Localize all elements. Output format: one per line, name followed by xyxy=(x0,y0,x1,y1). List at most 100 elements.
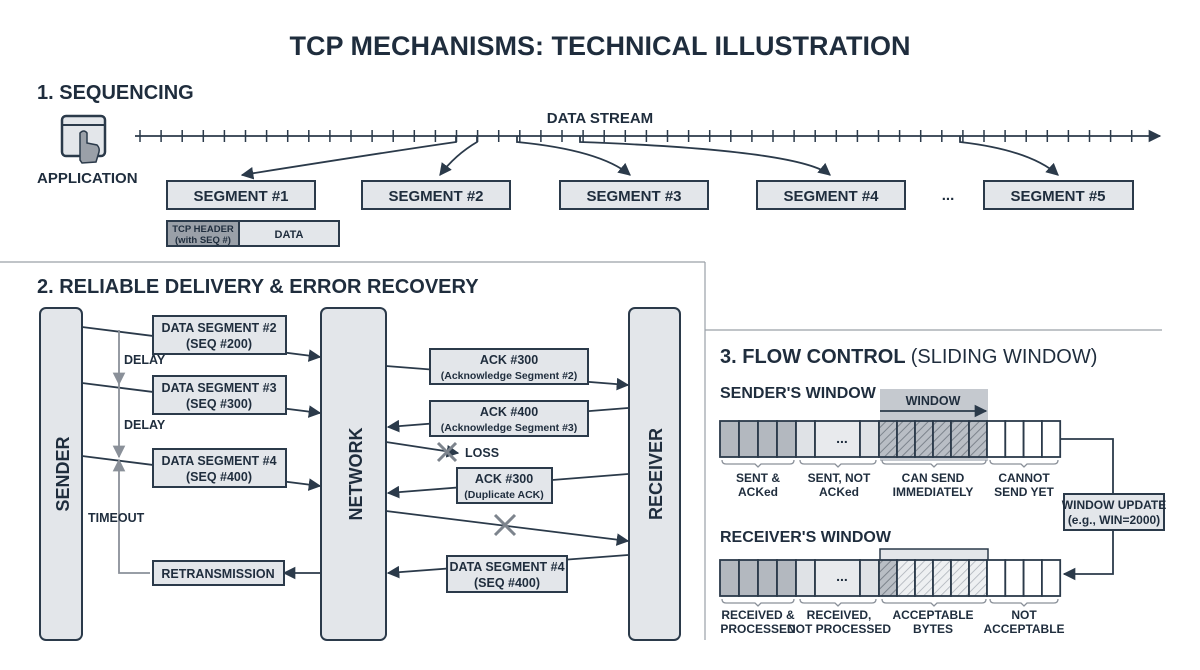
svg-text:RECEIVED,: RECEIVED, xyxy=(807,608,872,622)
data-stream-label: DATA STREAM xyxy=(547,110,653,127)
retransmitted-segment: DATA SEGMENT #4(SEQ #400) xyxy=(446,555,568,593)
svg-text:CAN SEND: CAN SEND xyxy=(902,471,965,485)
sender-lane xyxy=(39,307,83,641)
svg-text:WINDOW UPDATE: WINDOW UPDATE xyxy=(1062,498,1166,512)
delay-label-1: DELAY xyxy=(124,353,166,367)
window-cell xyxy=(1022,420,1043,458)
segment-arrows xyxy=(240,136,1059,180)
sender-label: SENDER xyxy=(53,436,73,511)
svg-text:(Acknowledge Segment #2): (Acknowledge Segment #2) xyxy=(441,370,578,382)
window-cell xyxy=(878,420,898,458)
section-flow-control: 3. FLOW CONTROL (SLIDING WINDOW) SENDER'… xyxy=(719,346,1166,636)
tcp-header-label: TCP HEADER xyxy=(172,224,234,235)
svg-text:DATA SEGMENT #3: DATA SEGMENT #3 xyxy=(161,381,276,395)
svg-text:PROCESSED: PROCESSED xyxy=(720,622,796,636)
ack-400: ACK #400(Acknowledge Segment #3) xyxy=(429,400,589,437)
window-cell xyxy=(795,559,816,597)
window-update-box: WINDOW UPDATE(e.g., WIN=2000) xyxy=(1062,493,1166,531)
receiver-label: RECEIVER xyxy=(646,428,666,520)
window-cell xyxy=(896,420,916,458)
svg-text:ACCEPTABLE: ACCEPTABLE xyxy=(892,608,973,622)
segment-5: SEGMENT #5 xyxy=(983,180,1134,210)
brace xyxy=(721,598,795,607)
svg-text:(SEQ #200): (SEQ #200) xyxy=(186,337,252,351)
svg-text:BYTES: BYTES xyxy=(913,622,953,636)
sender-window-label: SENDER'S WINDOW xyxy=(720,385,877,402)
window-cell xyxy=(1041,420,1062,458)
svg-text:SEND YET: SEND YET xyxy=(994,485,1054,499)
window-cell xyxy=(776,420,797,458)
window-cell xyxy=(859,559,880,597)
sender-ellipsis: ... xyxy=(836,430,848,446)
network-label: NETWORK xyxy=(346,428,366,521)
delay-label-2: DELAY xyxy=(124,418,166,432)
window-cell xyxy=(950,559,970,597)
svg-text:ACK #300: ACK #300 xyxy=(480,353,538,367)
svg-text:(Duplicate ACK): (Duplicate ACK) xyxy=(464,489,544,501)
receiver-window-cells xyxy=(719,559,1062,597)
section-sequencing: 1. SEQUENCING APPLICATION DATA STREAM SE… xyxy=(37,82,1162,247)
brace xyxy=(799,459,877,468)
svg-text:SEGMENT #5: SEGMENT #5 xyxy=(1010,188,1105,205)
svg-text:SEGMENT #2: SEGMENT #2 xyxy=(388,188,483,205)
flow-heading: 3. FLOW CONTROL (SLIDING WINDOW) xyxy=(720,346,1097,368)
svg-text:SEGMENT #3: SEGMENT #3 xyxy=(586,188,681,205)
window-cell xyxy=(914,420,934,458)
segment-3: SEGMENT #3 xyxy=(559,180,709,210)
window-label: WINDOW xyxy=(906,394,961,408)
sender-braces xyxy=(721,459,1059,468)
brace xyxy=(989,598,1059,607)
network-lane xyxy=(320,307,387,641)
segment-4: SEGMENT #4 xyxy=(756,180,906,210)
svg-text:SEGMENT #4: SEGMENT #4 xyxy=(783,188,879,205)
svg-text:ACK #400: ACK #400 xyxy=(480,405,538,419)
window-cell xyxy=(986,559,1007,597)
page-title: TCP MECHANISMS: TECHNICAL ILLUSTRATION xyxy=(290,31,911,61)
window-cell xyxy=(859,420,880,458)
segment-ellipsis: ... xyxy=(942,187,955,204)
window-cell xyxy=(776,559,797,597)
application-icon xyxy=(60,114,107,164)
window-cell xyxy=(738,559,759,597)
data-segment-3: DATA SEGMENT #3(SEQ #300) xyxy=(152,375,287,415)
window-cell xyxy=(719,420,740,458)
brace xyxy=(799,598,877,607)
svg-text:SENT, NOT: SENT, NOT xyxy=(808,471,871,485)
ack-300: ACK #300 (Acknowledge Segment #2) xyxy=(429,348,589,385)
reliable-heading: 2. RELIABLE DELIVERY & ERROR RECOVERY xyxy=(37,276,479,298)
window-cell xyxy=(932,559,952,597)
window-cell xyxy=(1004,420,1025,458)
window-cell xyxy=(914,559,934,597)
receiver-lane xyxy=(628,307,681,641)
receiver-ellipsis: ... xyxy=(836,568,848,584)
svg-text:SEGMENT #1: SEGMENT #1 xyxy=(193,188,288,205)
window-cell xyxy=(878,559,898,597)
svg-text:RETRANSMISSION: RETRANSMISSION xyxy=(161,567,274,581)
data-label: DATA xyxy=(275,229,304,241)
window-cell xyxy=(738,420,759,458)
segment-1: SEGMENT #1 xyxy=(166,180,316,210)
window-cell xyxy=(814,420,861,458)
window-cell xyxy=(719,559,740,597)
window-cell xyxy=(795,420,816,458)
brace xyxy=(989,459,1059,468)
window-cell xyxy=(757,559,778,597)
window-cell xyxy=(896,559,916,597)
svg-text:RECEIVED &: RECEIVED & xyxy=(721,608,795,622)
window-cell xyxy=(1041,559,1062,597)
svg-text:ACK #300: ACK #300 xyxy=(475,472,533,486)
window-cell xyxy=(757,420,778,458)
segment-2: SEGMENT #2 xyxy=(361,180,511,210)
loss-label: LOSS xyxy=(465,446,499,460)
svg-text:(SEQ #400): (SEQ #400) xyxy=(474,576,540,590)
ack-300-duplicate: ACK #300 (Duplicate ACK) xyxy=(456,467,553,504)
segment-structure: TCP HEADER (with SEQ #) DATA xyxy=(166,220,340,247)
brace xyxy=(881,598,987,607)
receiver-braces xyxy=(721,598,1059,607)
receiver-label-not-processed: RECEIVED,NOT PROCESSED xyxy=(787,608,891,636)
section-dividers xyxy=(0,261,1162,640)
